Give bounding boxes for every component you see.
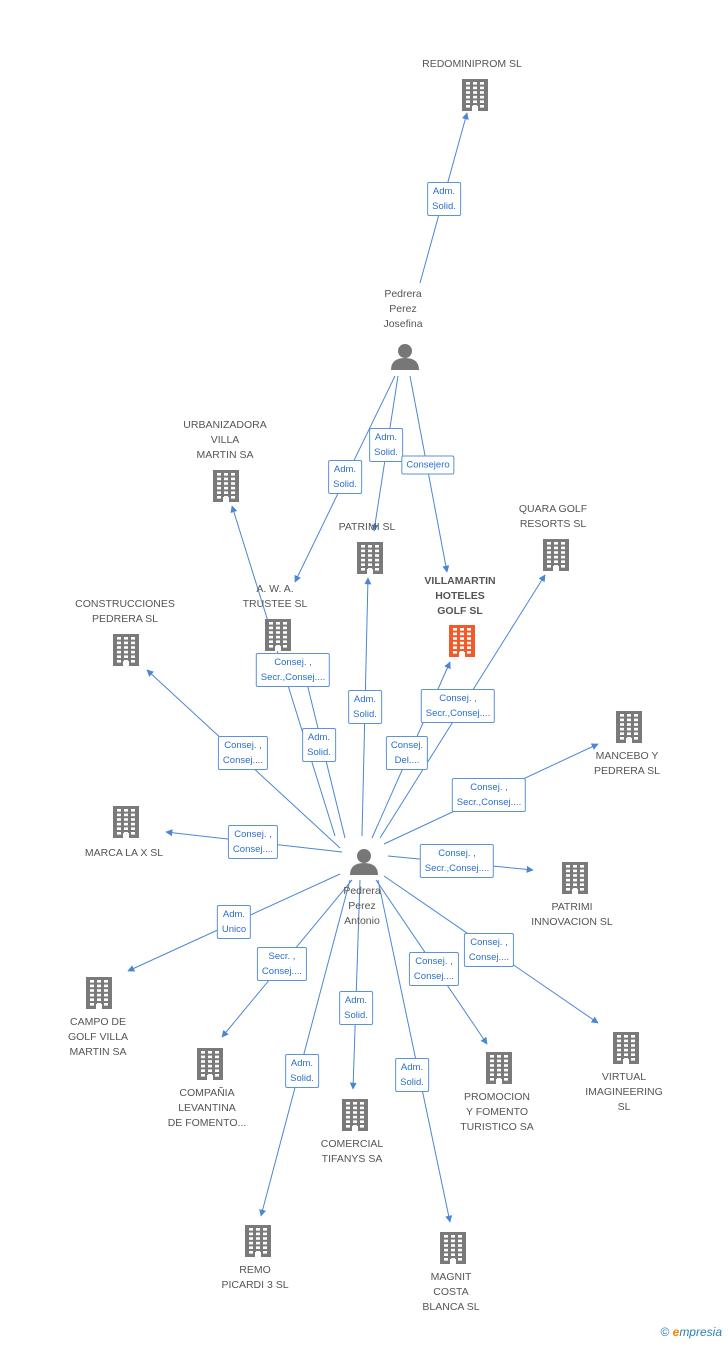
building-icon-comercial[interactable] [342, 1099, 368, 1131]
node-label-campo[interactable]: CAMPO DE GOLF VILLA MARTIN SA [67, 1016, 129, 1058]
building-icon-mancebo[interactable] [616, 711, 642, 743]
edge-label-josefina-to-redominiprom[interactable]: Adm. Solid. [427, 182, 461, 216]
edge-label-josefina-to-awa[interactable]: Adm. Solid. [328, 460, 362, 494]
node-label-promocion[interactable]: PROMOCION Y FOMENTO TURISTICO SA [460, 1091, 534, 1133]
building-icon-magnit[interactable] [440, 1232, 466, 1264]
edge-label-antonio-to-awa[interactable]: Adm. Solid. [302, 728, 336, 762]
node-label-quara[interactable]: QUARA GOLF RESORTS SL [518, 503, 588, 530]
building-icon-quara[interactable] [543, 539, 569, 571]
edge-label-antonio-to-mancebo[interactable]: Consej. , Secr.,Consej.... [451, 778, 527, 812]
node-label-josefina[interactable]: Pedrera Perez Josefina [383, 288, 423, 330]
edge-label-antonio-to-remo[interactable]: Adm. Solid. [285, 1054, 319, 1088]
edge-label-antonio-to-comercial[interactable]: Adm. Solid. [339, 991, 373, 1025]
edge-label-antonio-to-villamartin[interactable]: Consej. , Secr.,Consej.... [420, 689, 496, 723]
edge-label-antonio-to-patrimi[interactable]: Adm. Solid. [348, 690, 382, 724]
building-icon-virtual[interactable] [613, 1032, 639, 1064]
building-icon-promocion[interactable] [486, 1052, 512, 1084]
building-icon-marca[interactable] [113, 806, 139, 838]
node-label-antonio[interactable]: Pedrera Perez Antonio [343, 885, 381, 927]
edge-label-antonio-to-marca[interactable]: Consej. , Consej.... [227, 825, 279, 859]
node-label-compania[interactable]: COMPAÑIA LEVANTINA DE FOMENTO... [167, 1087, 247, 1129]
node-label-awa[interactable]: A. W. A. TRUSTEE SL [242, 583, 308, 610]
node-label-urbanizadora[interactable]: URBANIZADORA VILLA MARTIN SA [183, 419, 267, 461]
empresia-logo-initial: e [672, 1325, 680, 1339]
edge-label-antonio-to-construcciones[interactable]: Consej. , Consej.... [217, 736, 269, 770]
building-icon-remo[interactable] [245, 1225, 271, 1257]
edge-label-josefina-to-villamartin[interactable]: Consejero [401, 455, 455, 475]
edge-label-antonio-to-magnit[interactable]: Adm. Solid. [395, 1058, 429, 1092]
node-label-villamartin[interactable]: VILLAMARTIN HOTELES GOLF SL [424, 575, 496, 617]
node-label-comercial[interactable]: COMERCIAL TIFANYS SA [320, 1138, 384, 1165]
building-icon-villamartin[interactable] [449, 625, 475, 657]
node-label-redominiprom[interactable]: REDOMINIPROM SL [422, 58, 522, 70]
node-label-remo[interactable]: REMO PICARDI 3 SL [221, 1264, 289, 1291]
node-label-patrimi_innov[interactable]: PATRIMI INNOVACION SL [531, 901, 613, 928]
building-icon-patrimi_innov[interactable] [562, 862, 588, 894]
edge-label-antonio-to-urbanizadora[interactable]: Consej. , Secr.,Consej.... [255, 653, 331, 687]
node-label-mancebo[interactable]: MANCEBO Y PEDRERA SL [594, 750, 660, 777]
person-icon-antonio[interactable] [350, 849, 378, 875]
building-icon-compania[interactable] [197, 1048, 223, 1080]
building-icon-redominiprom[interactable] [462, 79, 488, 111]
node-label-patrimi[interactable]: PATRIMI SL [338, 521, 396, 533]
edge-antonio-to-magnit [377, 879, 453, 1223]
edge-antonio-to-remo [259, 879, 351, 1217]
building-icon-construcciones[interactable] [113, 634, 139, 666]
edge-antonio-to-comercial [349, 879, 361, 1090]
edge-label-josefina-to-patrimi[interactable]: Adm. Solid. [369, 428, 403, 462]
node-label-construcciones[interactable]: CONSTRUCCIONES PEDRERA SL [75, 598, 175, 625]
node-label-magnit[interactable]: MAGNIT COSTA BLANCA SL [422, 1271, 480, 1313]
empresia-logo-text: mpresia [679, 1325, 722, 1339]
edge-label-antonio-to-patrimi_innov[interactable]: Consej. , Secr.,Consej.... [419, 844, 495, 878]
building-icon-campo[interactable] [86, 977, 112, 1009]
edge-label-antonio-to-campo[interactable]: Adm. Unico [216, 905, 252, 939]
edge-label-antonio-to-promocion[interactable]: Consej. , Consej.... [408, 952, 460, 986]
copyright-symbol: © [660, 1325, 670, 1339]
edge-label-antonio-to-quara[interactable]: Consej. Del.... [385, 736, 429, 770]
building-icon-awa[interactable] [265, 619, 291, 651]
building-icon-patrimi[interactable] [357, 542, 383, 574]
nodes-layer [86, 79, 642, 1264]
copyright-footer: © empresia [660, 1325, 722, 1339]
person-icon-josefina[interactable] [391, 344, 419, 370]
node-label-marca[interactable]: MARCA LA X SL [84, 847, 164, 859]
building-icon-urbanizadora[interactable] [213, 470, 239, 502]
edge-label-antonio-to-virtual[interactable]: Consej. , Consej.... [463, 933, 515, 967]
edge-label-antonio-to-compania[interactable]: Secr. , Consej.... [256, 947, 308, 981]
node-label-virtual[interactable]: VIRTUAL IMAGINEERING SL [585, 1071, 663, 1113]
